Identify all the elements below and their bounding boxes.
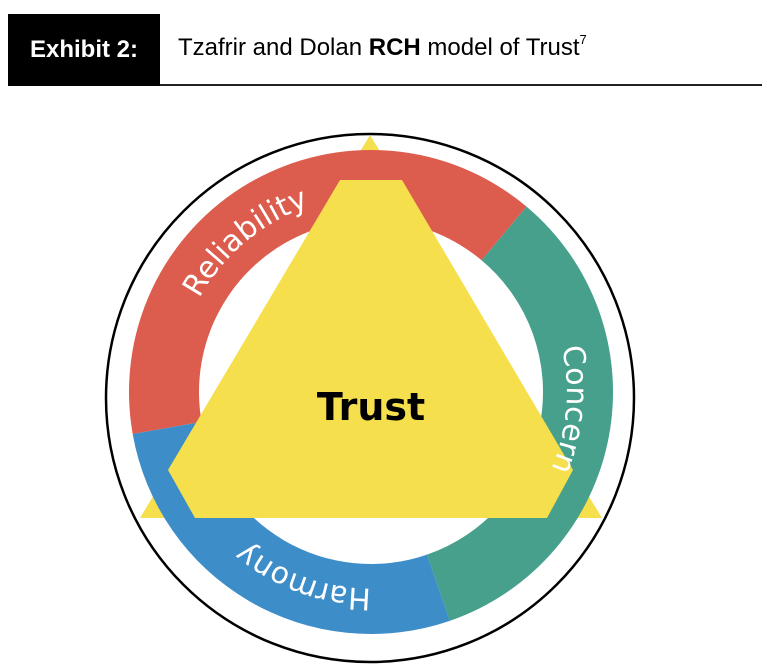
reliability-segment bbox=[129, 150, 527, 435]
title-bold-text: RCH bbox=[368, 34, 421, 61]
title-text-end: model of Trust bbox=[420, 34, 580, 61]
trust-label: Trust bbox=[317, 385, 425, 429]
footnote-marker: 7 bbox=[579, 32, 587, 47]
title-text: Tzafrir and Dolan bbox=[178, 34, 369, 61]
concern-segment bbox=[426, 206, 613, 621]
header-rule bbox=[160, 84, 762, 86]
trust-triangle bbox=[168, 180, 573, 518]
exhibit-title: Tzafrir and Dolan RCH model of Trust7 bbox=[178, 32, 587, 62]
exhibit-label: Exhibit 2: bbox=[8, 14, 160, 86]
